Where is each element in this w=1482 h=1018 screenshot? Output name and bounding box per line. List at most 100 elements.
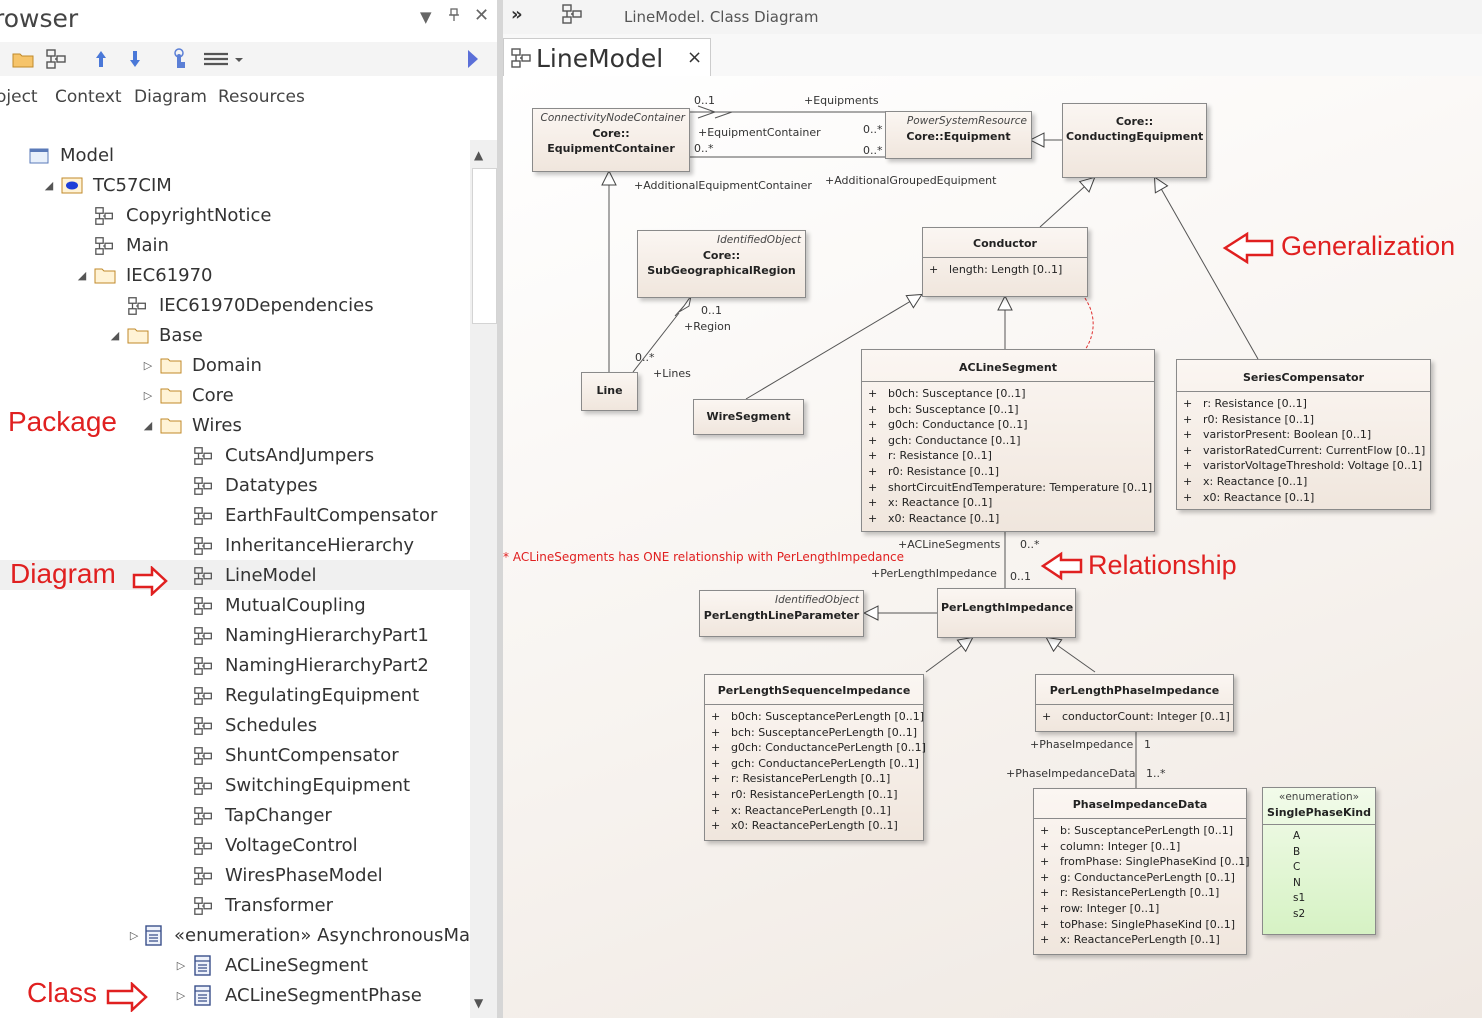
class-attribute[interactable]: +x0: Reactance [0..1] [868,511,1148,527]
class-attribute[interactable]: +r: Resistance [0..1] [868,448,1148,464]
collapse-arrow-icon[interactable]: ◢ [143,418,153,432]
class-attribute[interactable]: +r: Resistance [0..1] [1183,396,1424,412]
touch-icon[interactable] [166,46,192,72]
diagram-icon[interactable] [44,46,70,72]
tree-item[interactable]: Schedules [0,710,470,740]
enum-literal[interactable]: A [1293,830,1301,842]
tree-item[interactable]: VoltageControl [0,830,470,860]
class-attribute[interactable]: +toPhase: SinglePhaseKind [0..1] [1040,917,1240,933]
tree-item[interactable]: SwitchingEquipment [0,770,470,800]
class-attribute[interactable]: +x: Reactance [0..1] [868,495,1148,511]
class-attribute[interactable]: +gch: Conductance [0..1] [868,433,1148,449]
class-attribute[interactable]: +gch: ConductancePerLength [0..1] [711,756,919,772]
tree-item[interactable]: ◢Base [0,320,470,350]
class-seriescompensator[interactable]: SeriesCompensator +r: Resistance [0..1]+… [1176,359,1431,510]
open-folder-icon[interactable] [10,46,36,72]
enum-literal[interactable]: s2 [1293,907,1306,920]
tree-item[interactable]: ▷Domain [0,350,470,380]
class-attribute[interactable]: +fromPhase: SinglePhaseKind [0..1] [1040,854,1250,870]
close-icon[interactable]: ✕ [474,5,490,26]
class-wiresegment[interactable]: WireSegment [693,399,804,435]
class-attribute[interactable]: +g0ch: ConductancePerLength [0..1] [711,740,926,756]
class-aclinesegment[interactable]: ACLineSegment +b0ch: Susceptance [0..1]+… [861,349,1155,532]
tree-item[interactable]: ShuntCompensator [0,740,470,770]
tab-project[interactable]: oject [0,87,38,107]
scroll-up-icon[interactable]: ▲ [474,148,484,162]
move-up-icon[interactable] [88,46,114,72]
expand-arrow-icon[interactable]: ▷ [143,388,153,402]
pin-icon[interactable] [448,8,460,26]
class-phaseimpedancedata[interactable]: PhaseImpedanceData +b: SusceptancePerLen… [1033,788,1250,955]
tree-item[interactable]: ▷«enumeration» AsynchronousMa [0,920,470,950]
diagram-canvas[interactable]: 0..1 +Equipments +EquipmentContainer 0..… [503,76,1482,1018]
scroll-thumb[interactable] [472,168,497,324]
class-attribute[interactable]: +conductorCount: Integer [0..1] [1042,709,1230,725]
expand-panel-icon[interactable]: » [511,4,523,25]
class-attribute[interactable]: +x: ReactancePerLength [0..1] [1040,932,1240,948]
class-conductingequipment[interactable]: Core::ConductingEquipment [1062,103,1207,178]
class-perlengthphaseimpedance[interactable]: PerLengthPhaseImpedance +conductorCount:… [1035,674,1234,732]
enum-literal[interactable]: B [1293,845,1301,858]
class-attribute[interactable]: +varistorRatedCurrent: CurrentFlow [0..1… [1183,443,1425,459]
class-attribute[interactable]: +r: ResistancePerLength [0..1] [1040,885,1240,901]
tree-item[interactable]: ▷ACLineSegmentPhase [0,980,470,1010]
expand-arrow-icon[interactable]: ▷ [176,988,186,1002]
tree-item[interactable]: LineModel [0,560,470,590]
class-attribute[interactable]: +r0: Resistance [0..1] [1183,412,1424,428]
class-attribute[interactable]: +row: Integer [0..1] [1040,901,1240,917]
class-subgeographicalregion[interactable]: IdentifiedObject Core::SubGeographicalRe… [637,230,806,298]
class-attribute[interactable]: +bch: SusceptancePerLength [0..1] [711,725,917,741]
tree-item[interactable]: ▷Core [0,380,470,410]
class-attribute[interactable]: +r0: ResistancePerLength [0..1] [711,787,917,803]
tree-item[interactable]: RegulatingEquipment [0,680,470,710]
collapse-arrow-icon[interactable]: ◢ [110,328,120,342]
tab-close-icon[interactable]: × [687,47,703,68]
move-down-icon[interactable] [122,46,148,72]
tab-resources[interactable]: Resources [218,87,305,107]
enum-literal[interactable]: C [1293,861,1301,874]
tree-item[interactable]: MutualCoupling [0,590,470,620]
collapse-arrow-icon[interactable]: ◢ [77,268,87,282]
panel-splitter[interactable] [497,0,503,1018]
class-attribute[interactable]: +varistorVoltageThreshold: Voltage [0..1… [1183,458,1424,474]
tree-item[interactable]: CutsAndJumpers [0,440,470,470]
tree-item[interactable]: WiresPhaseModel [0,860,470,890]
class-attribute[interactable]: +bch: Susceptance [0..1] [868,402,1148,418]
collapse-arrow-icon[interactable]: ◢ [44,178,54,192]
class-attribute[interactable]: +column: Integer [0..1] [1040,839,1240,855]
enum-literal[interactable]: N [1293,876,1301,889]
class-attribute[interactable]: +r: ResistancePerLength [0..1] [711,771,917,787]
tree-item[interactable]: Model [0,140,470,170]
tree-item[interactable]: NamingHierarchyPart1 [0,620,470,650]
expand-arrow-icon[interactable]: ▷ [176,958,186,972]
tree-item[interactable]: Transformer [0,890,470,920]
tree-item[interactable]: InheritanceHierarchy [0,530,470,560]
tree-item[interactable]: EarthFaultCompensator [0,500,470,530]
class-perlengthsequenceimpedance[interactable]: PerLengthSequenceImpedance +b0ch: Suscep… [704,674,926,841]
tab-diagram[interactable]: Diagram [134,87,207,107]
tree-item[interactable]: IEC61970Dependencies [0,290,470,320]
class-attribute[interactable]: +x: Reactance [0..1] [1183,474,1424,490]
tree-item[interactable]: ◢Wires [0,410,470,440]
class-perlengthimpedance[interactable]: PerLengthImpedance [937,588,1076,638]
class-attribute[interactable]: +shortCircuitEndTemperature: Temperature… [868,480,1152,496]
play-icon[interactable] [460,46,486,72]
tree-item[interactable]: Main [0,230,470,260]
class-attribute[interactable]: +g: ConductancePerLength [0..1] [1040,870,1240,886]
tree-item[interactable]: ▷ACLineSegment [0,950,470,980]
class-equipment[interactable]: PowerSystemResource Core::Equipment [885,111,1032,159]
class-attribute[interactable]: +b0ch: SusceptancePerLength [0..1] [711,709,924,725]
class-attribute[interactable]: +x0: ReactancePerLength [0..1] [711,818,917,834]
tree-item[interactable]: TapChanger [0,800,470,830]
class-attribute[interactable]: +x: ReactancePerLength [0..1] [711,803,917,819]
class-attribute[interactable]: +varistorPresent: Boolean [0..1] [1183,427,1424,443]
class-attribute[interactable]: +b0ch: Susceptance [0..1] [868,386,1148,402]
tree-item[interactable]: NamingHierarchyPart2 [0,650,470,680]
dropdown-icon[interactable]: ▼ [420,8,432,26]
class-attribute[interactable]: +b: SusceptancePerLength [0..1] [1040,823,1240,839]
tree-item[interactable]: ◢TC57CIM [0,170,470,200]
tab-context[interactable]: Context [55,87,122,107]
menu-icon[interactable] [202,46,246,72]
class-attribute[interactable]: +g0ch: Conductance [0..1] [868,417,1148,433]
